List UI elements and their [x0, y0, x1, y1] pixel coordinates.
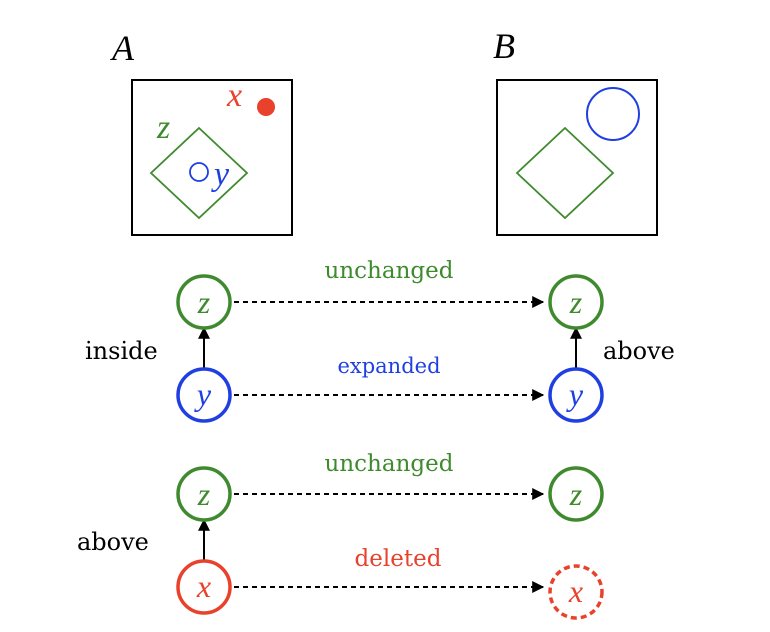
node-x-right-deleted: x [548, 564, 604, 620]
node-x-right-label: x [568, 573, 583, 609]
relation-above-left-label: above [77, 528, 149, 556]
label-y-transition: expanded [337, 354, 440, 378]
panel-a-z-label: z [156, 109, 170, 146]
label-x-transition: deleted [355, 546, 442, 572]
panel-b-diamond-z [515, 126, 615, 220]
relation-inside-label: inside [85, 337, 158, 365]
relation-above-right-label: above [603, 337, 675, 365]
panel-a-label: A [110, 28, 135, 68]
label-z-bottom-transition: unchanged [325, 451, 454, 477]
node-z-top-right: z [548, 274, 604, 330]
node-z-bottom-right-label: z [569, 476, 583, 512]
node-z-bottom-left: z [176, 466, 232, 522]
label-z-top-transition: unchanged [325, 258, 454, 284]
panel-a-dot-x [257, 98, 275, 116]
node-z-bottom-right: z [548, 466, 604, 522]
panel-b-frame [496, 79, 658, 236]
node-y-right: y [548, 367, 604, 423]
node-z-top-left: z [176, 274, 232, 330]
node-y-left-label: y [194, 376, 212, 412]
panel-b-label: B [493, 26, 515, 66]
panel-b-circle-y [586, 87, 640, 141]
panel-a-y-label: y [211, 156, 230, 193]
node-y-left: y [176, 367, 232, 423]
node-x-left: x [176, 559, 232, 615]
panel-a-frame [131, 79, 293, 236]
panel-a-diamond-z [149, 126, 249, 220]
node-z-top-left-label: z [197, 284, 211, 320]
panel-a-x-label: x [226, 77, 242, 114]
node-z-top-right-label: z [569, 284, 583, 320]
node-x-left-label: x [196, 568, 211, 604]
node-z-bottom-left-label: z [197, 476, 211, 512]
panel-a-circle-y [189, 162, 209, 182]
node-y-right-label: y [566, 376, 584, 412]
